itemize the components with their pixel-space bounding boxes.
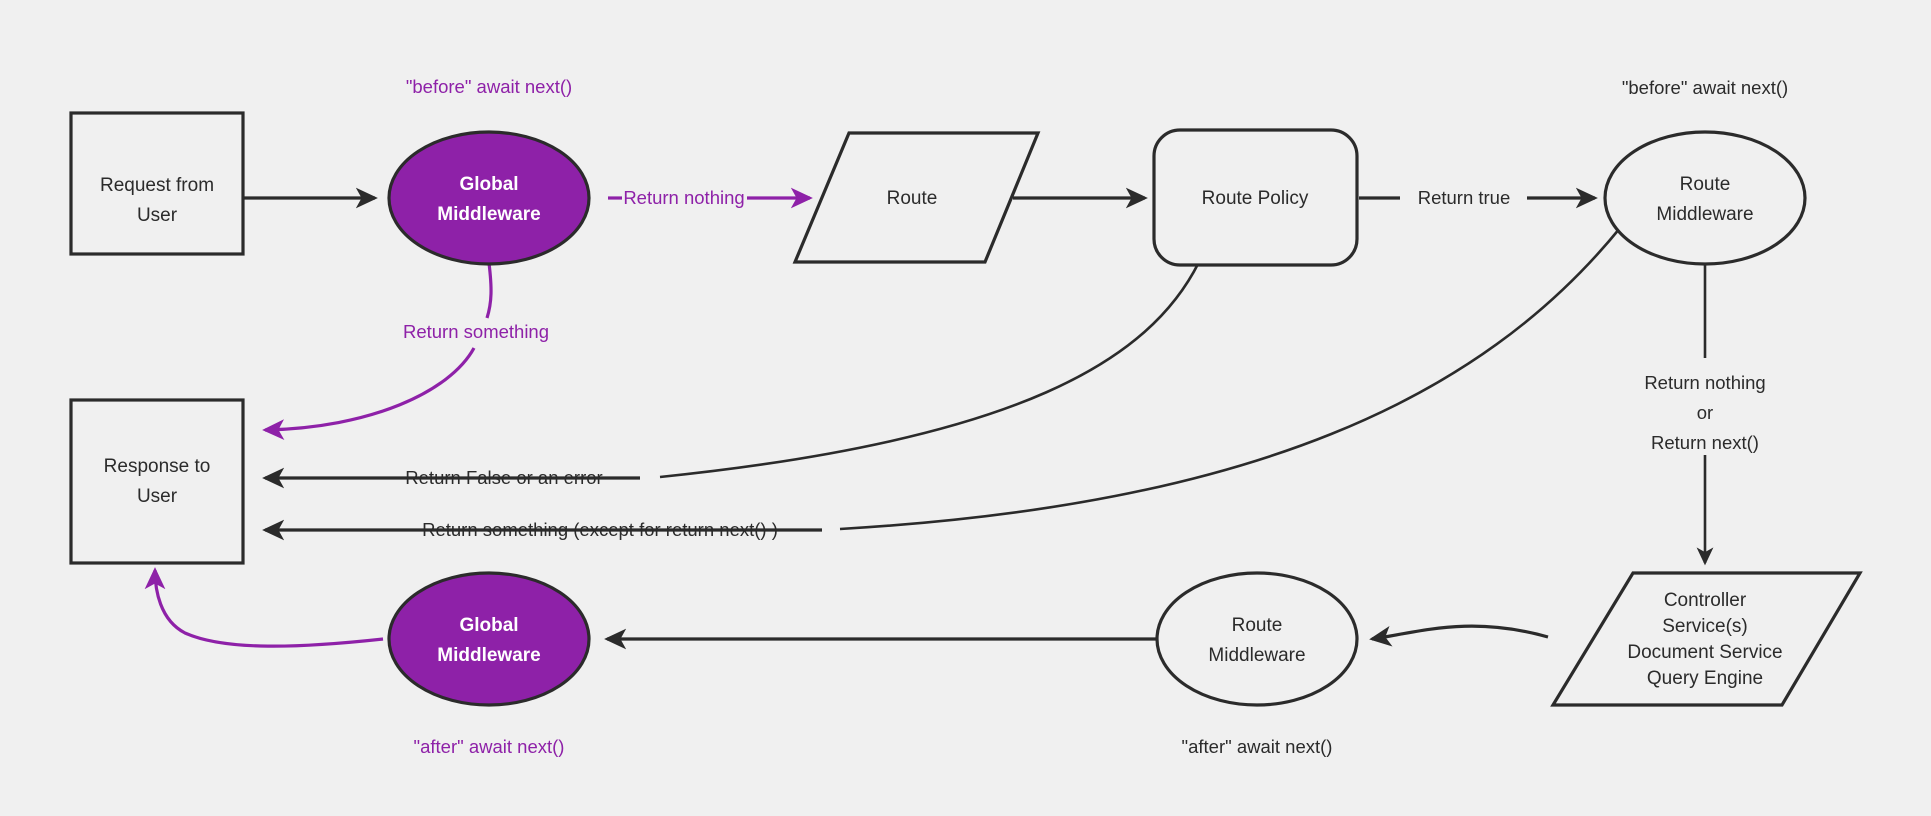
edge-label-return-next: Return next() bbox=[1651, 432, 1759, 453]
node-label-document-service: Document Service bbox=[1627, 642, 1782, 663]
node-label-route-policy: Route Policy bbox=[1202, 188, 1309, 209]
node-global-middleware-bottom[interactable]: Global Middleware bbox=[387, 571, 591, 707]
node-global-middleware-top[interactable]: Global Middleware bbox=[387, 130, 591, 266]
node-label-global-middleware-bottom-line2: Middleware bbox=[437, 645, 540, 666]
node-label-query-engine: Query Engine bbox=[1647, 668, 1763, 689]
node-label-global-middleware-top-line2: Middleware bbox=[437, 204, 540, 225]
node-label-response-to-user-line1: Response to bbox=[104, 456, 211, 477]
node-response-to-user[interactable]: Response to User bbox=[69, 398, 245, 565]
node-label-request-from-user-line1: Request from bbox=[100, 175, 214, 196]
node-label-route-middleware-bottom-line2: Middleware bbox=[1208, 645, 1305, 666]
edge-label-return-something: Return something bbox=[403, 321, 549, 342]
node-label-route-middleware-top-line2: Middleware bbox=[1656, 204, 1753, 225]
edge-return-true: Return true bbox=[1359, 187, 1598, 209]
node-route-middleware-top[interactable]: Route Middleware bbox=[1603, 130, 1807, 266]
node-label-response-to-user-line2: User bbox=[137, 486, 178, 507]
edge-controller-to-route-middleware bbox=[1369, 624, 1549, 647]
edge-label-return-nothing: Return nothing bbox=[623, 187, 744, 208]
edge-label-or: or bbox=[1697, 402, 1713, 423]
edge-return-nothing-or-next: Return nothing or Return next() bbox=[1644, 264, 1766, 566]
edge-label-return-true: Return true bbox=[1418, 187, 1511, 208]
node-label-global-middleware-top-line1: Global bbox=[459, 174, 518, 195]
annotation-after-await-next-right: "after" await next() bbox=[1182, 736, 1333, 757]
node-label-services: Service(s) bbox=[1662, 616, 1748, 637]
edge-label-return-something-except: Return something (except for return next… bbox=[422, 519, 778, 540]
annotation-before-await-next-right: "before" await next() bbox=[1622, 77, 1788, 98]
annotation-after-await-next-left: "after" await next() bbox=[414, 736, 565, 757]
edge-return-something-except: Return something (except for return next… bbox=[262, 227, 1622, 541]
node-label-request-from-user-line2: User bbox=[137, 205, 178, 226]
node-label-route-middleware-top-line1: Route bbox=[1680, 174, 1731, 195]
node-request-from-user[interactable]: Request from User bbox=[69, 111, 245, 256]
edge-label-return-nothing: Return nothing bbox=[1644, 372, 1765, 393]
edge-global-middleware-to-response bbox=[144, 567, 384, 648]
node-label-route-middleware-bottom-line1: Route bbox=[1232, 615, 1283, 636]
node-route-policy[interactable]: Route Policy bbox=[1152, 128, 1359, 267]
edge-return-nothing: Return nothing bbox=[608, 187, 813, 209]
node-controller-services[interactable]: Controller Service(s) Document Service Q… bbox=[1550, 571, 1863, 707]
node-route[interactable]: Route bbox=[792, 131, 1041, 264]
edge-label-return-false-or-error: Return False or an error bbox=[405, 467, 602, 488]
node-label-route: Route bbox=[887, 188, 938, 209]
annotation-before-await-next-left: "before" await next() bbox=[406, 76, 572, 97]
node-label-controller: Controller bbox=[1664, 590, 1747, 611]
edge-return-something: Return something bbox=[262, 262, 549, 440]
node-label-global-middleware-bottom-line1: Global bbox=[459, 615, 518, 636]
node-route-middleware-bottom[interactable]: Route Middleware bbox=[1155, 571, 1359, 707]
edge-return-false-or-error: Return False or an error bbox=[262, 261, 1201, 489]
